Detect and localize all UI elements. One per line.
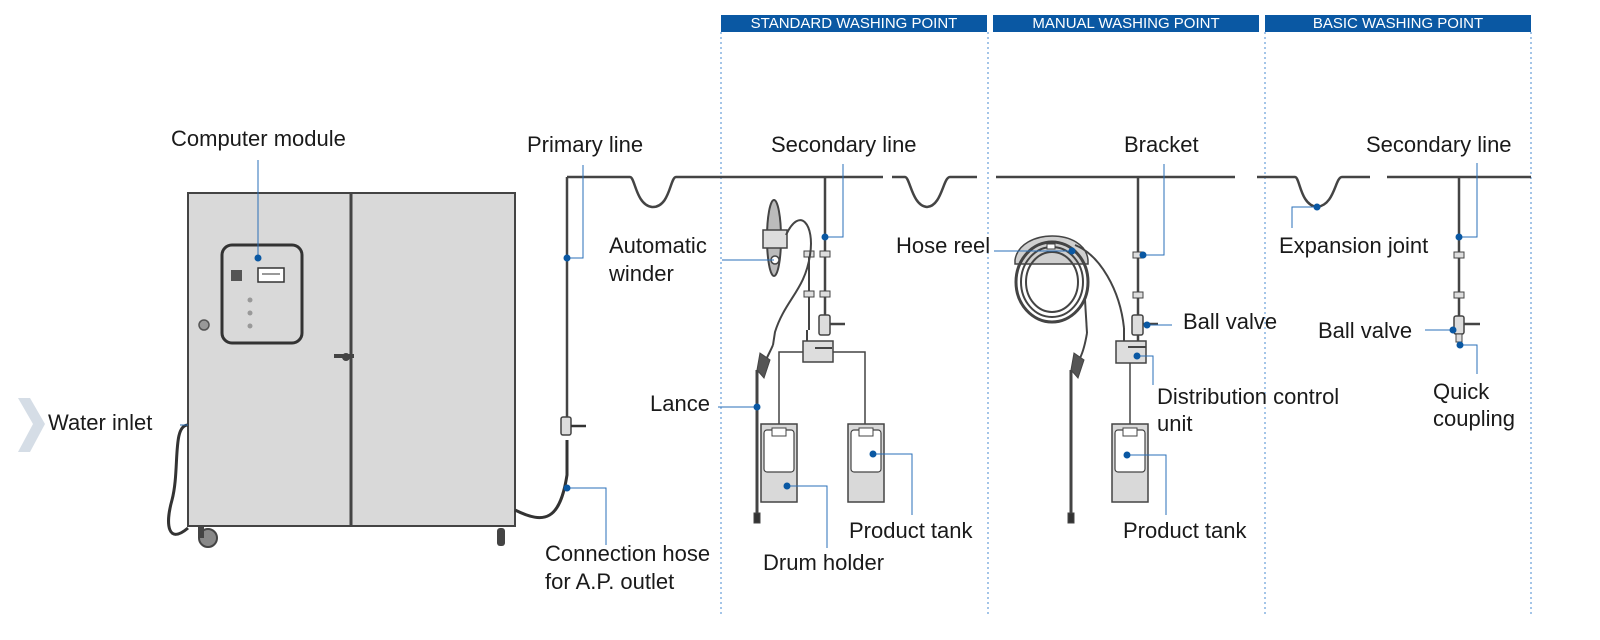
label-connection-hose-line2: for A.P. outlet (545, 569, 675, 594)
label-lance: Lance (650, 391, 710, 416)
label-water-inlet: Water inlet (48, 410, 153, 435)
label-quick-coupling-line2: coupling (1433, 406, 1515, 431)
water-inlet-arrow-icon (18, 398, 45, 452)
label-automatic-winder-line1: Automatic (609, 233, 707, 258)
basic-equipment (1453, 177, 1480, 343)
cabinet (167, 192, 569, 548)
label-secondary-line-standard: Secondary line (771, 132, 917, 157)
overhead-pipe (567, 175, 1531, 209)
label-hose-reel: Hose reel (896, 233, 991, 258)
callout-lines (180, 160, 1478, 548)
header-basic-washing-point: BASIC WASHING POINT (1265, 15, 1531, 32)
label-quick-coupling-line1: Quick (1433, 379, 1490, 404)
standard-equipment (753, 177, 885, 524)
label-ball-valve-basic: Ball valve (1318, 318, 1413, 343)
label-product-tank-standard: Product tank (849, 518, 973, 543)
manual-equipment (1014, 177, 1158, 524)
label-distribution-control-unit-line1: Distribution control (1157, 384, 1340, 409)
label-expansion-joint: Expansion joint (1279, 233, 1429, 258)
label-drum-holder: Drum holder (763, 550, 885, 575)
computer-module (220, 243, 304, 345)
label-distribution-control-unit-line2: unit (1157, 411, 1193, 436)
label-secondary-line-basic: Secondary line (1366, 132, 1512, 157)
label-ball-valve-manual: Ball valve (1183, 309, 1278, 334)
section-separators (720, 32, 1532, 615)
label-automatic-winder-line2: winder (609, 261, 674, 286)
label-computer-module: Computer module (171, 126, 346, 151)
label-bracket: Bracket (1124, 132, 1199, 157)
header-manual-washing-point: MANUAL WASHING POINT (993, 15, 1259, 32)
label-connection-hose-line1: Connection hose (545, 541, 711, 566)
callout-dots (254, 203, 1464, 492)
header-standard-washing-point: STANDARD WASHING POINT (721, 15, 987, 32)
label-product-tank-manual: Product tank (1123, 518, 1247, 543)
label-primary-line: Primary line (527, 132, 644, 157)
